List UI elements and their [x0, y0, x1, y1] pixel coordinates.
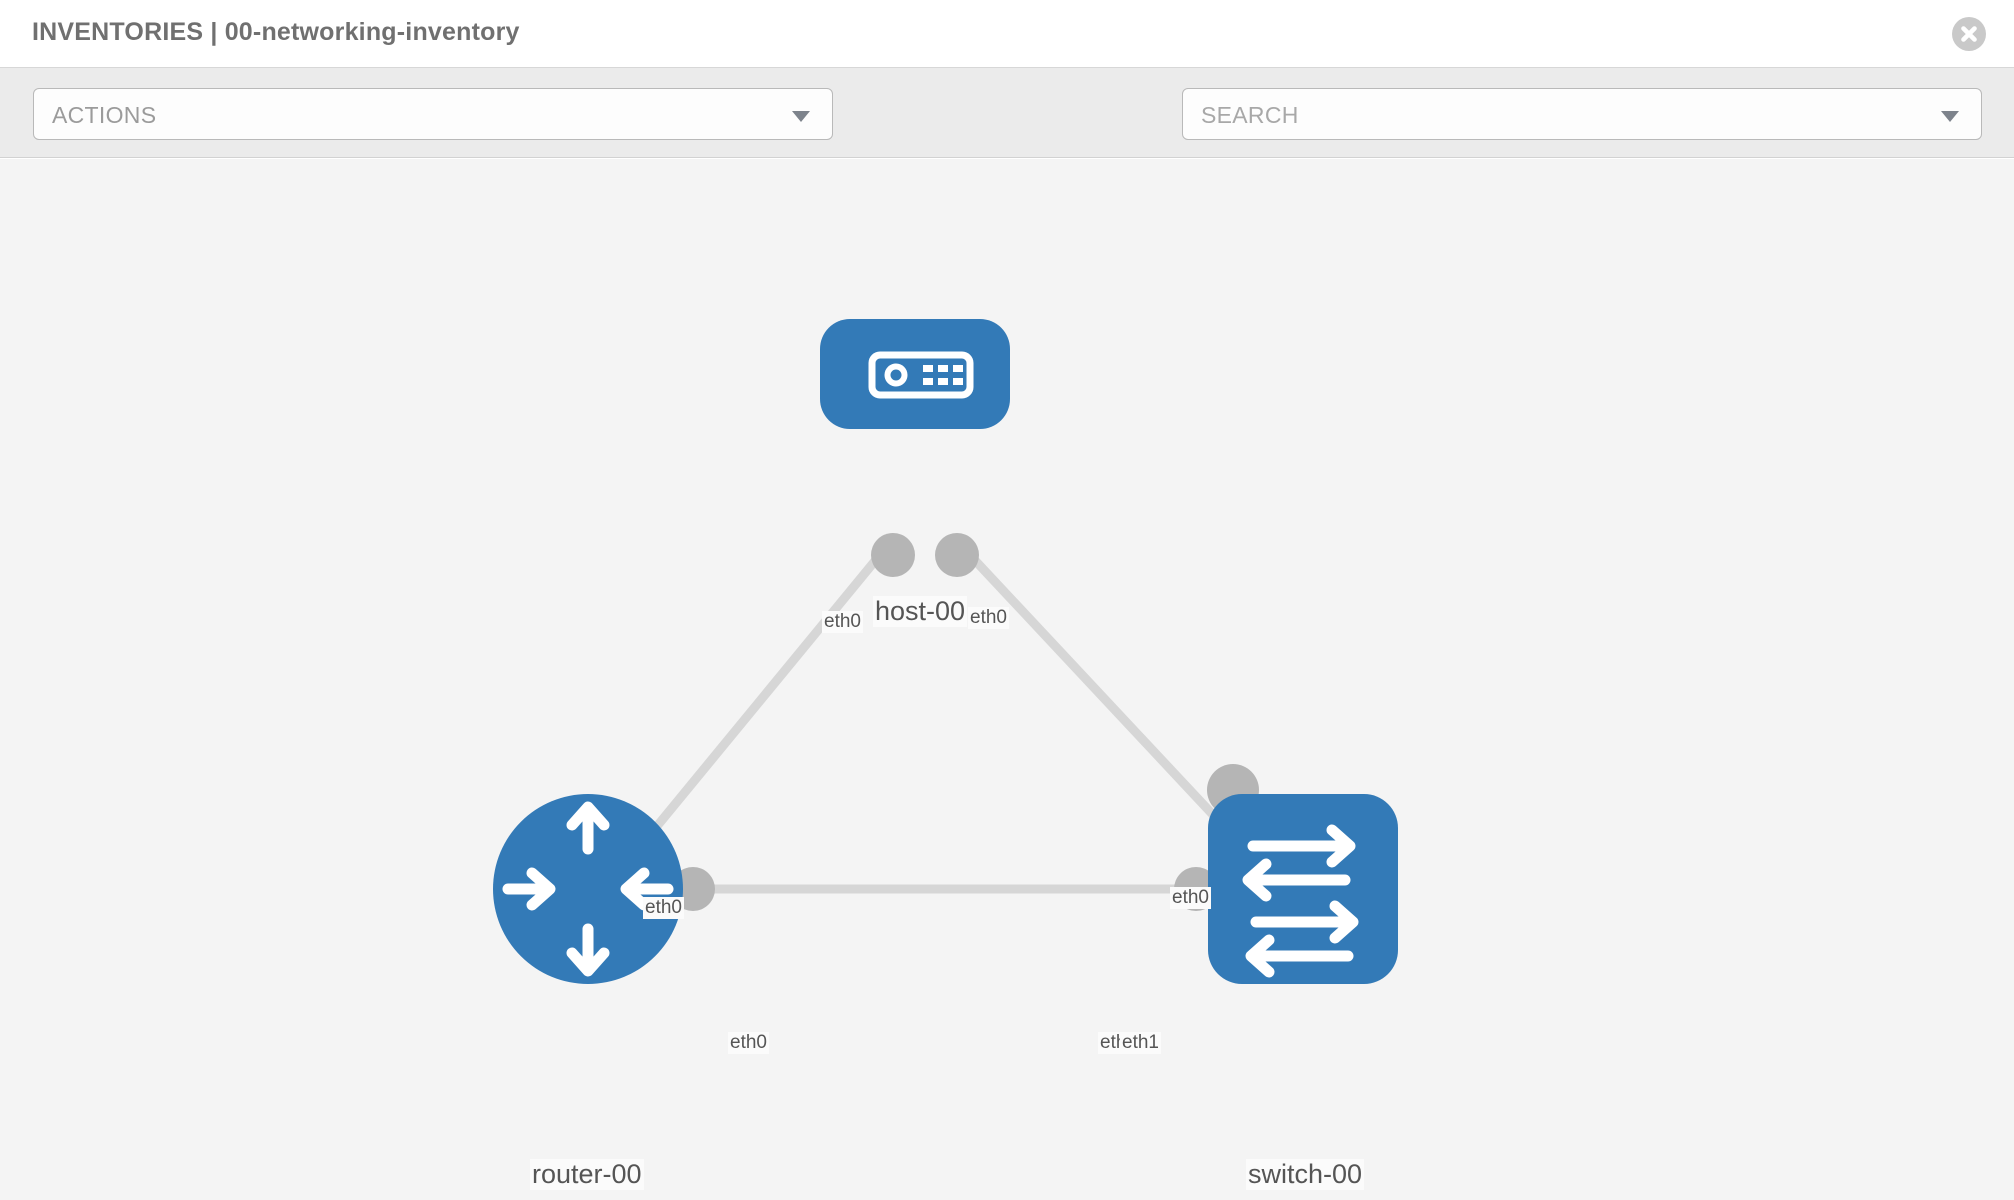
- actions-dropdown[interactable]: ACTIONS: [33, 88, 833, 140]
- node-router-00[interactable]: [493, 794, 683, 984]
- topology-graph: [493, 319, 1398, 984]
- node-label-host-00: host-00: [873, 596, 968, 627]
- search-input[interactable]: SEARCH: [1182, 88, 1982, 140]
- link-endpoint[interactable]: [935, 533, 979, 577]
- link-host-switch[interactable]: [951, 535, 1249, 853]
- interface-label: eth1: [1120, 1032, 1161, 1054]
- server-appliance-icon: [868, 351, 974, 399]
- page-title: INVENTORIES | 00-networking-inventory: [32, 18, 520, 46]
- bidirectional-arrows-icon: [1242, 824, 1359, 978]
- chevron-down-icon: [792, 111, 810, 122]
- actions-dropdown-label: ACTIONS: [52, 102, 157, 128]
- interface-label: eth0: [1170, 887, 1211, 909]
- page-header: INVENTORIES | 00-networking-inventory: [0, 0, 2014, 68]
- node-switch-00[interactable]: [1208, 794, 1398, 984]
- interface-label: eth0: [643, 897, 684, 919]
- interface-label: eth0: [822, 611, 863, 633]
- close-icon-glyph: [1961, 26, 1977, 42]
- toolbar: ACTIONS SEARCH: [0, 68, 2014, 200]
- node-label-switch-00: switch-00: [1246, 1159, 1365, 1190]
- link-endpoint[interactable]: [871, 533, 915, 577]
- four-arrows-converging-icon: [502, 801, 674, 977]
- node-host-00-shape[interactable]: [820, 319, 1010, 429]
- node-label-router-00: router-00: [530, 1159, 644, 1190]
- interface-label: eth0: [728, 1032, 769, 1054]
- link-host-router[interactable]: [626, 536, 897, 862]
- node-host-00[interactable]: [820, 319, 1010, 429]
- search-placeholder: SEARCH: [1201, 102, 1299, 128]
- interface-label: eth0: [968, 607, 1009, 629]
- chevron-down-icon[interactable]: [1941, 111, 1959, 122]
- node-router-00-shape[interactable]: [493, 794, 683, 984]
- topology-canvas[interactable]: host-00 router-00 switch-00 eth0 eth0 et…: [0, 159, 2014, 1200]
- close-icon[interactable]: [1952, 17, 1986, 51]
